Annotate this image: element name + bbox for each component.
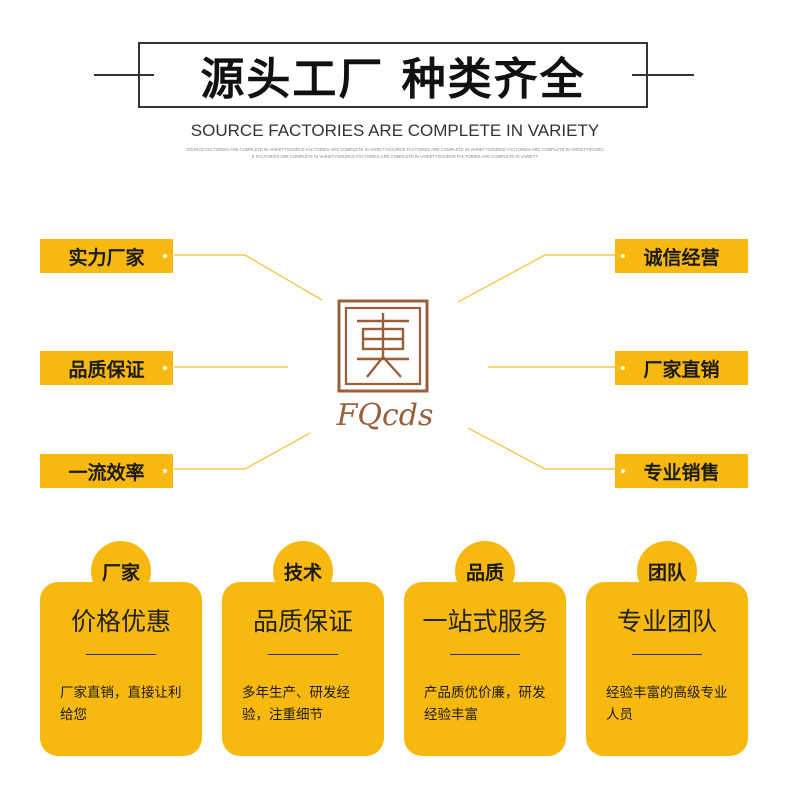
card-team: 专业团队 经验丰富的高级专业人员 — [586, 582, 748, 756]
feature-tag-label: 实力厂家 — [40, 239, 173, 273]
card-description: 厂家直销，直接让利给您 — [60, 685, 182, 723]
card-title: 专业团队 — [616, 607, 717, 636]
tag-dot — [163, 469, 167, 473]
feature-tag-integrity: 诚信经营 — [615, 239, 748, 273]
card-badge-label: 团队 — [647, 561, 686, 584]
tag-dot — [621, 469, 625, 473]
feature-tag-strength: 实力厂家 — [40, 239, 173, 273]
card-title: 价格优惠 — [70, 607, 171, 636]
tag-dot — [163, 254, 167, 258]
connector-left-1 — [174, 254, 323, 301]
card-divider — [632, 654, 702, 655]
title-right-line — [632, 74, 694, 76]
tag-dot — [621, 366, 625, 370]
card-divider — [86, 654, 156, 655]
card-badge-factory: 厂家 — [91, 541, 151, 601]
card-divider — [450, 654, 520, 655]
tag-dot — [621, 254, 625, 258]
card-description: 经验丰富的高级专业人员 — [606, 685, 728, 723]
card-badge-label: 技术 — [283, 561, 322, 584]
feature-tag-efficiency: 一流效率 — [40, 454, 173, 488]
page-subtitle: SOURCE FACTORIES ARE COMPLETE IN VARIETY — [190, 121, 600, 140]
card-description: 多年生产、研发经验，注重细节 — [242, 685, 350, 723]
page-title: 源头工厂 种类齐全 — [200, 54, 586, 105]
fine-print-line-1: SOURCE FACTORIES ARE COMPLETE IN VARIETY… — [186, 147, 604, 152]
brand-name: FQcds — [336, 398, 434, 433]
feature-tag-direct-sales: 厂家直销 — [615, 351, 748, 385]
card-badge-label: 厂家 — [101, 561, 140, 584]
card-badge-quality: 品质 — [455, 541, 515, 601]
feature-tag-label: 厂家直销 — [615, 351, 748, 385]
feature-tag-label: 一流效率 — [40, 454, 173, 488]
card-title: 品质保证 — [252, 607, 353, 636]
title-left-line — [94, 74, 154, 76]
connector-right-3 — [467, 427, 615, 470]
card-badge-tech: 技术 — [273, 541, 333, 601]
feature-tag-label: 品质保证 — [40, 351, 173, 385]
card-quality: 品质保证 多年生产、研发经验，注重细节 — [222, 582, 384, 756]
card-badge-team: 团队 — [637, 541, 697, 601]
brand-logo-icon — [337, 299, 429, 393]
feature-tag-quality: 品质保证 — [40, 351, 173, 385]
card-badge-label: 品质 — [465, 561, 504, 584]
feature-tag-label: 诚信经营 — [615, 239, 748, 273]
connector-right-1 — [457, 254, 615, 303]
card-price: 价格优惠 厂家直销，直接让利给您 — [40, 582, 202, 756]
card-divider — [268, 654, 338, 655]
card-service: 一站式服务 产品质优价廉，研发经验丰富 — [404, 582, 566, 756]
feature-tag-pro-sales: 专业销售 — [615, 454, 748, 488]
tag-dot — [163, 366, 167, 370]
card-description: 产品质优价廉，研发经验丰富 — [424, 685, 546, 723]
fine-print-line-2: E FACTORIES ARE COMPLETE IN VARIETYSOURC… — [251, 154, 539, 159]
feature-tag-label: 专业销售 — [615, 454, 748, 488]
title-frame: 源头工厂 种类齐全 — [138, 42, 648, 108]
connector-left-3 — [174, 432, 311, 470]
card-title: 一站式服务 — [422, 607, 548, 636]
